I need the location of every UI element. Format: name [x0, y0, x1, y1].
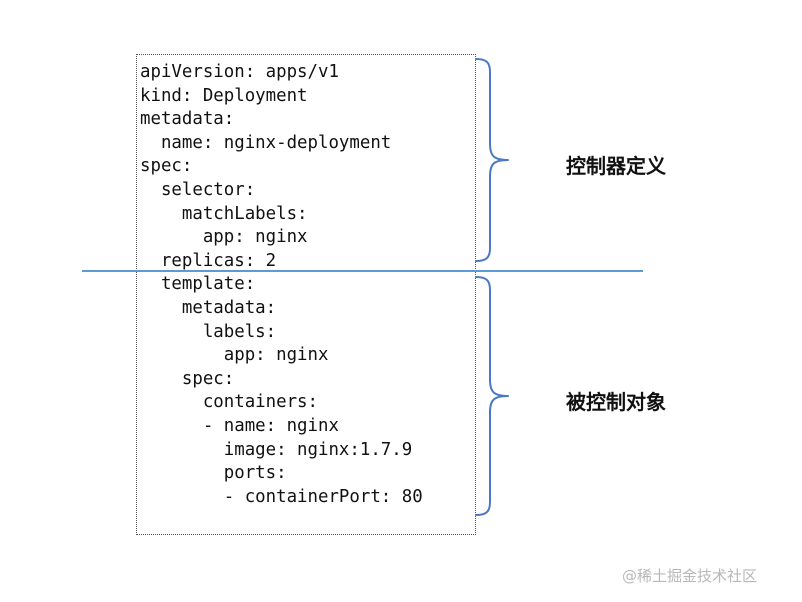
- yaml-line: - containerPort: 80: [140, 486, 423, 507]
- yaml-code-box: apiVersion: apps/v1 kind: Deployment met…: [136, 54, 476, 535]
- yaml-code-lines: apiVersion: apps/v1 kind: Deployment met…: [140, 61, 423, 509]
- yaml-line: labels:: [140, 321, 277, 342]
- section-divider-line: [82, 270, 643, 272]
- yaml-line: template:: [140, 274, 256, 295]
- yaml-line: app: nginx: [140, 227, 308, 248]
- yaml-line: metadata:: [140, 109, 235, 130]
- controller-definition-label: 控制器定义: [566, 154, 666, 178]
- yaml-line: metadata:: [140, 297, 277, 318]
- controlled-object-label: 被控制对象: [566, 390, 666, 414]
- yaml-line: - name: nginx: [140, 415, 339, 436]
- yaml-line: app: nginx: [140, 345, 329, 366]
- watermark: @稀土掘金技术社区: [622, 567, 758, 585]
- yaml-line: kind: Deployment: [140, 85, 308, 106]
- controlled-object-brace: [475, 276, 509, 516]
- yaml-line: apiVersion: apps/v1: [140, 62, 339, 82]
- controller-brace: [475, 58, 509, 262]
- yaml-line: replicas: 2: [140, 250, 277, 271]
- yaml-line: spec:: [140, 156, 193, 177]
- yaml-line: name: nginx-deployment: [140, 132, 392, 153]
- yaml-line: spec:: [140, 368, 235, 389]
- yaml-line: selector:: [140, 179, 256, 200]
- yaml-line: ports:: [140, 463, 287, 484]
- yaml-line: image: nginx:1.7.9: [140, 439, 413, 460]
- yaml-line: containers:: [140, 392, 318, 413]
- yaml-line: matchLabels:: [140, 203, 308, 224]
